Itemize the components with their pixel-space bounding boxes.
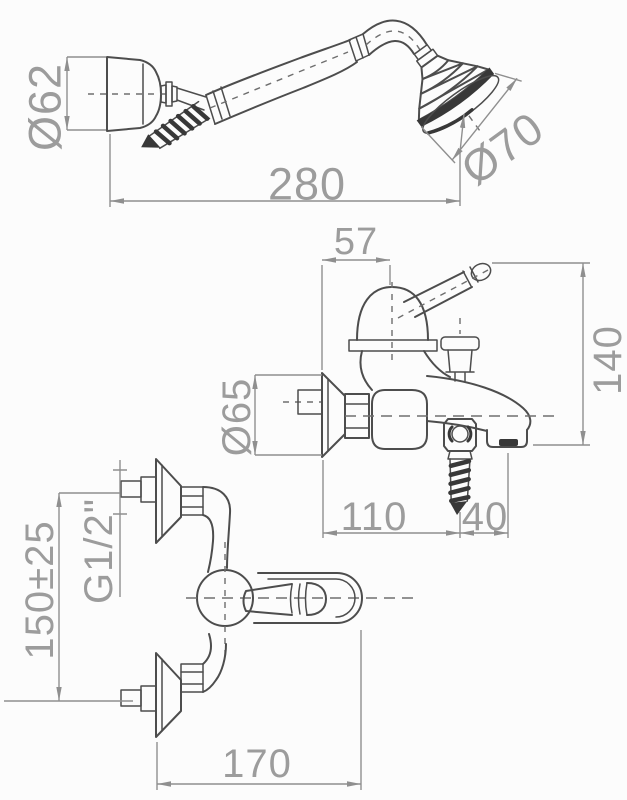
dimension-label-110: 110 — [341, 495, 408, 539]
holder-stem — [160, 81, 207, 111]
lever-handle — [397, 262, 492, 319]
shower-hose — [362, 19, 428, 56]
wall-mixer-front-view: G1/2" 150±25 170 — [4, 458, 415, 790]
dimension-width: 170 — [156, 630, 362, 790]
dimension-label-140: 140 — [586, 325, 627, 395]
dimension-height: 140 — [492, 262, 627, 446]
thread-label-text: G1/2" — [77, 498, 121, 604]
bath-mixer-side-view: 57 Ø65 140 110 40 — [215, 221, 627, 539]
dimension-label-170: 170 — [222, 742, 292, 786]
mixer-neck-bottom — [202, 633, 227, 693]
shower-holder-cup — [88, 56, 172, 132]
mixer-body-capsule — [253, 572, 363, 624]
dimension-inlet-spacing: 150±25 — [4, 492, 133, 702]
shower-hose-coil — [141, 100, 211, 150]
thread-label: G1/2" — [77, 460, 127, 604]
diverter-knob — [440, 318, 480, 382]
dimension-label-57: 57 — [334, 221, 378, 263]
hose-coil-middle — [448, 458, 472, 515]
handshower-view: Ø70 Ø62 280 — [20, 19, 553, 210]
handshower-handle — [205, 33, 370, 125]
mixer-body — [371, 389, 428, 450]
dimension-overall-length: 280 — [109, 113, 466, 210]
dimension-label-d62: Ø62 — [20, 63, 71, 151]
bottom-wall-flange — [120, 652, 204, 738]
hose-connector — [443, 418, 477, 460]
handshower-head: Ø70 — [413, 44, 553, 195]
dimension-dome-offset: 57 — [321, 221, 391, 370]
spout — [426, 375, 532, 448]
dimension-holder-diameter: Ø62 — [20, 56, 106, 151]
dimension-spout-reach: 110 40 — [322, 453, 509, 539]
dimension-label-d65: Ø65 — [215, 378, 259, 457]
wall-connection — [283, 372, 370, 458]
top-wall-flange — [120, 458, 204, 544]
dimension-label-280: 280 — [268, 159, 346, 210]
lever-knob-front — [242, 582, 327, 616]
dimension-label-40: 40 — [462, 495, 509, 539]
dimension-escutcheon-diameter: Ø65 — [215, 374, 322, 457]
dimension-label-150: 150±25 — [18, 520, 62, 659]
mixer-neck-top — [202, 486, 232, 573]
